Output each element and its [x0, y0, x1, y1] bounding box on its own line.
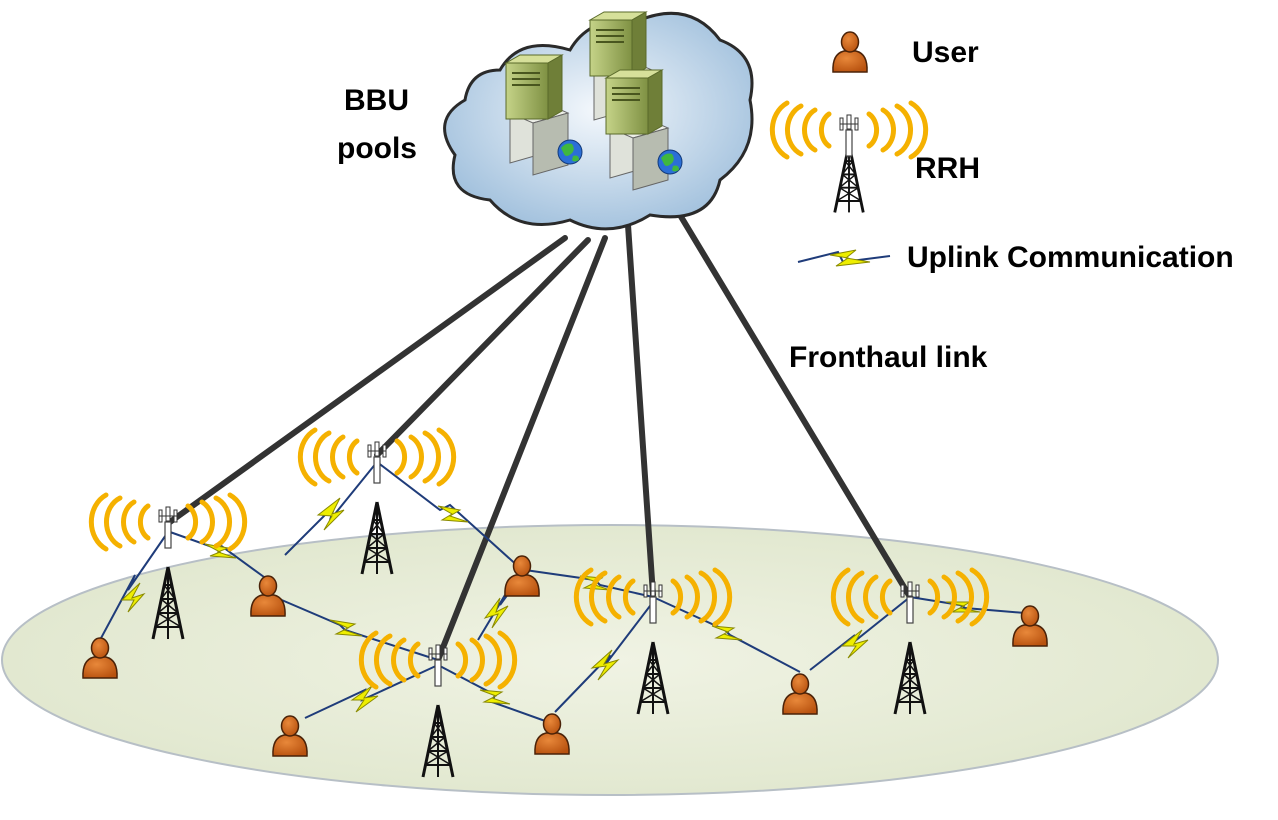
fronthaul-link-3 — [435, 235, 608, 663]
uplink-bolt-8 — [483, 597, 509, 629]
globe-icon — [557, 139, 583, 165]
legend-rrh-label: RRH — [915, 152, 980, 185]
fronthaul-link-label: Fronthaul link — [789, 341, 988, 374]
globe-icon — [657, 149, 683, 175]
fronthaul-links — [167, 212, 913, 663]
fronthaul-link-2 — [374, 237, 591, 458]
uplink-1 — [99, 531, 169, 641]
fronthaul-link-5 — [677, 212, 913, 600]
uplink-bolt-3 — [316, 497, 345, 531]
user-icon — [832, 31, 868, 73]
uplink-bolt-11 — [711, 625, 743, 641]
uplink-bolt-1 — [120, 582, 146, 613]
uplink-bolt-5 — [329, 619, 363, 637]
uplink-10 — [554, 601, 654, 713]
uplink-5 — [269, 594, 439, 661]
bbu-label-line1: BBU — [344, 84, 409, 117]
legend-uplink-label: Uplink Communication — [907, 241, 1234, 274]
bbu-label-line2: pools — [337, 132, 417, 165]
fronthaul-link-1 — [167, 235, 568, 525]
fronthaul-link-4 — [625, 222, 656, 598]
legend-user-label: User — [912, 36, 979, 69]
server-icon — [605, 69, 669, 191]
lightning-link-icon — [797, 249, 891, 267]
rrh-tower-icon — [772, 103, 925, 214]
uplink-bolt-12 — [840, 629, 869, 659]
uplink-bolt-7 — [479, 689, 511, 705]
legend: User RRH Uplink Communication — [772, 31, 1234, 274]
uplink-bolt-4 — [437, 505, 469, 523]
uplink-bolt-10 — [590, 649, 620, 681]
